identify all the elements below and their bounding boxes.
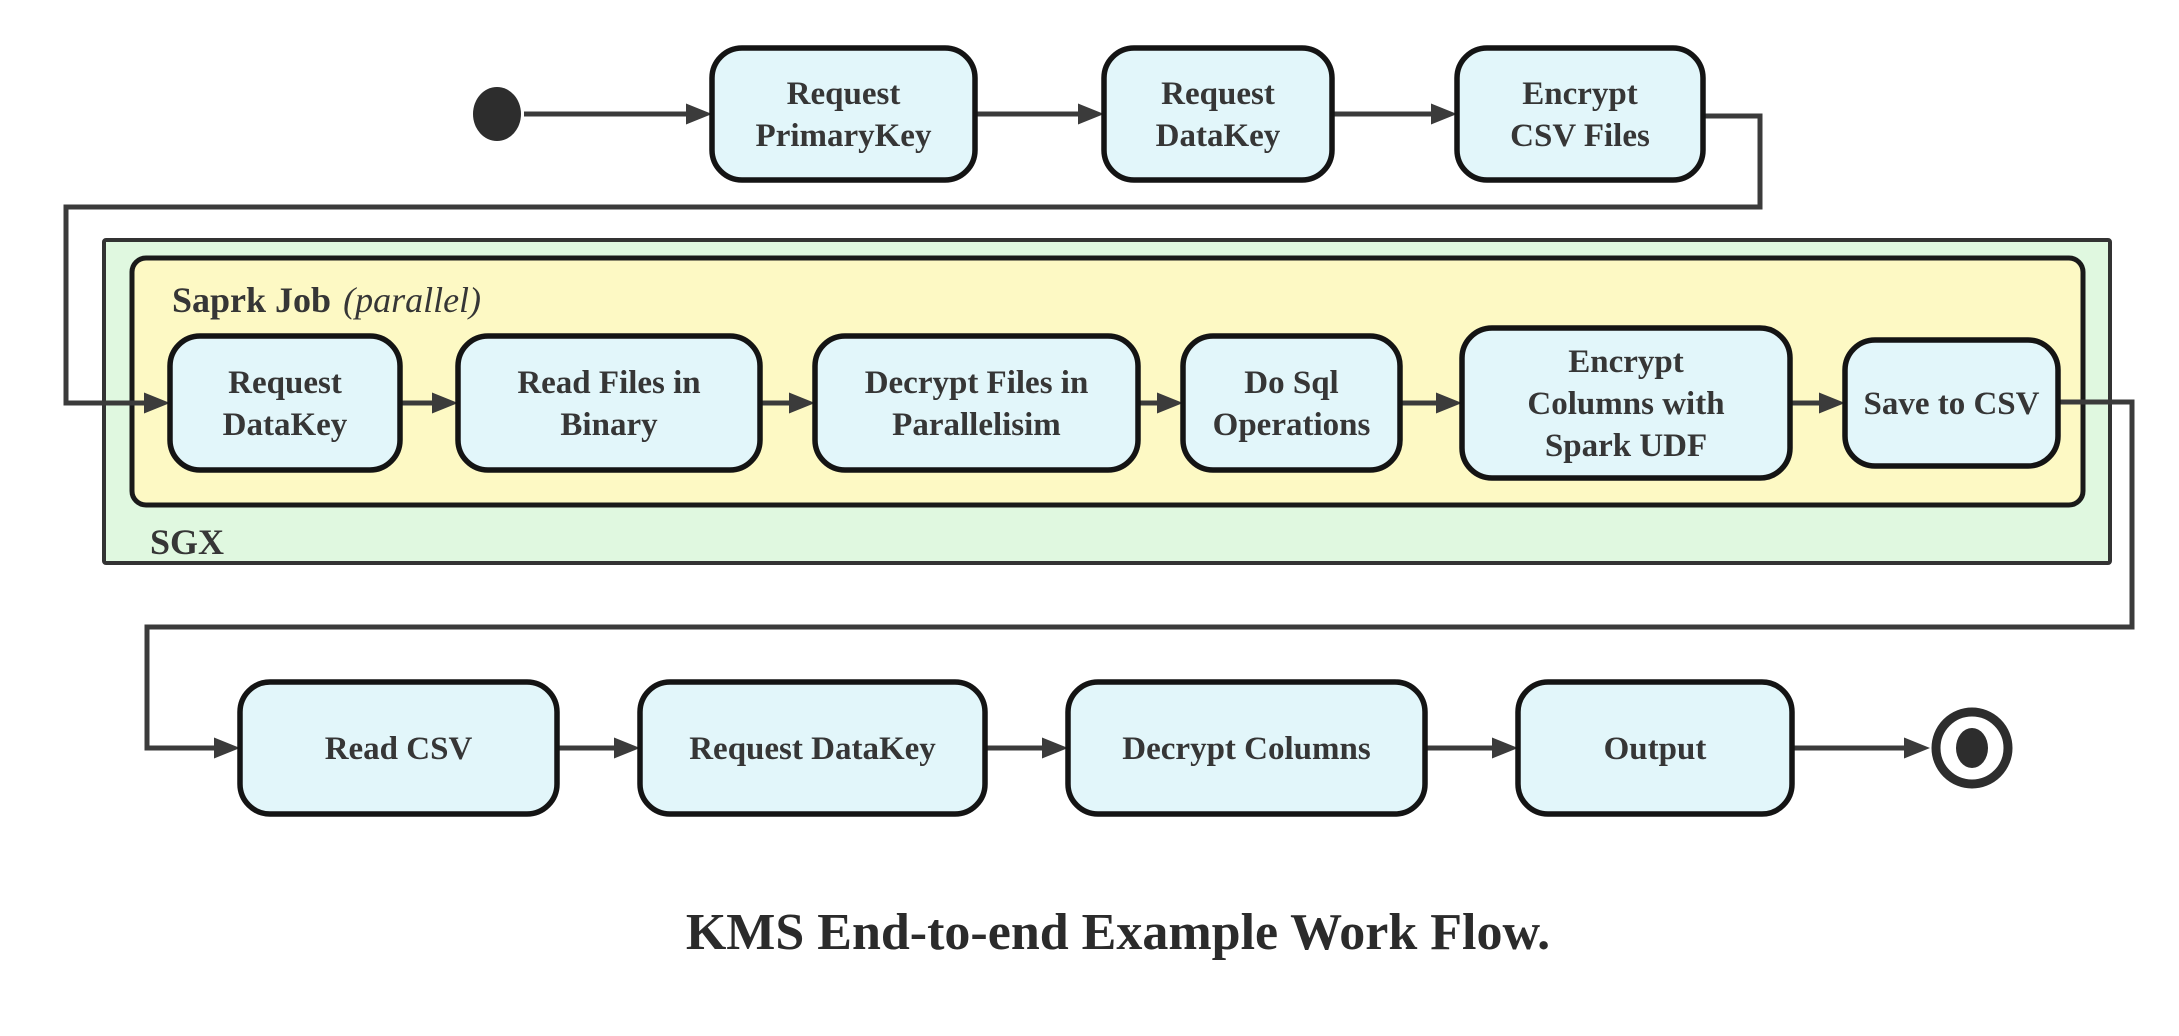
state-node-save-to-csv: Save to CSV: [1842, 337, 2061, 469]
state-node-box: [237, 679, 560, 817]
diagram-caption: KMS End-to-end Example Work Flow.: [685, 904, 1551, 961]
edge-arrowhead-icon: [614, 737, 640, 759]
end-state-dot: [1956, 728, 1988, 768]
state-node-box: [709, 45, 978, 183]
start-state-icon: [473, 87, 521, 141]
state-node-label: CSV Files: [1510, 118, 1650, 154]
edge-request-datakey-bottom-to-decrypt-columns: [985, 737, 1068, 759]
edge-arrowhead-icon: [1436, 392, 1462, 414]
state-node-box: [1842, 337, 2061, 469]
state-node-box: [167, 333, 403, 473]
edge-arrowhead-icon: [1157, 392, 1183, 414]
spark-job-label: Saprk Job(parallel): [172, 280, 481, 320]
state-node-label: Decrypt Columns: [1122, 731, 1371, 767]
state-node-label: Request: [1161, 76, 1275, 112]
state-node-read-csv: Read CSV: [237, 679, 560, 817]
edge-request-datakey-sgx-to-read-files-in-binary: [400, 392, 458, 414]
end-state-icon: [1931, 707, 2013, 789]
state-node-box: [812, 333, 1141, 473]
edge-arrowhead-icon: [1819, 392, 1845, 414]
state-node-label: PrimaryKey: [756, 118, 932, 154]
edge-arrowhead-icon: [214, 737, 240, 759]
edge-request-datakey-top-to-encrypt-csv-files: [1332, 103, 1457, 125]
state-node-label: Read Files in: [517, 365, 700, 401]
edge-save-to-csv-to-read-csv: [144, 399, 2135, 759]
state-node-label: Decrypt Files in: [865, 365, 1089, 401]
state-node-output: Output: [1515, 679, 1795, 817]
state-node-label: Binary: [560, 407, 658, 443]
state-node-read-files-in-binary: Read Files in Binary: [455, 333, 763, 473]
state-node-label: Encrypt: [1568, 344, 1684, 380]
state-node-box: [1454, 45, 1706, 183]
edge-request-primarykey-to-request-datakey-top: [975, 103, 1104, 125]
state-node-label: Save to CSV: [1863, 386, 2039, 422]
state-node-label: DataKey: [223, 407, 348, 443]
state-node-label: Read CSV: [325, 731, 473, 767]
state-node-request-datakey-bottom: Request DataKey: [637, 679, 988, 817]
state-node-label: Columns with: [1527, 386, 1724, 422]
edge-line: [63, 113, 1763, 406]
edge-read-files-in-binary-to-decrypt-files-in-parallelisim: [760, 392, 815, 414]
state-node-box: [637, 679, 988, 817]
edge-output-to-end: [1792, 737, 1930, 759]
edge-start-to-request-primarykey: [524, 103, 712, 125]
state-node-label: Encrypt: [1522, 76, 1638, 112]
state-node-box: [1459, 325, 1793, 481]
state-node-box: [1065, 679, 1428, 817]
state-node-label: Request: [228, 365, 342, 401]
edge-arrowhead-icon: [1904, 737, 1930, 759]
edge-decrypt-columns-to-output: [1425, 737, 1518, 759]
edge-arrowhead-icon: [789, 392, 815, 414]
state-node-label: Request DataKey: [689, 731, 936, 767]
edge-read-csv-to-request-datakey-bottom: [557, 737, 640, 759]
edge-arrowhead-icon: [432, 392, 458, 414]
edge-arrowhead-icon: [1042, 737, 1068, 759]
edge-decrypt-files-in-parallelisim-to-do-sql-operations: [1138, 392, 1183, 414]
state-node-label: DataKey: [1156, 118, 1281, 154]
edge-encrypt-csv-files-to-request-datakey-sgx: [63, 113, 1763, 414]
edge-arrowhead-icon: [686, 103, 712, 125]
state-node-label: Parallelisim: [892, 407, 1061, 443]
state-node-box: [1515, 679, 1795, 817]
state-node-label: Operations: [1213, 407, 1371, 443]
edge-arrowhead-icon: [1431, 103, 1457, 125]
edge-encrypt-columns-with-spark-udf-to-save-to-csv: [1790, 392, 1845, 414]
edge-arrowhead-icon: [1078, 103, 1104, 125]
state-node-box: [1180, 333, 1403, 473]
state-node-label: Request: [787, 76, 901, 112]
edge-arrowhead-icon: [144, 392, 170, 414]
state-node-box: [1101, 45, 1335, 183]
state-node-decrypt-columns: Decrypt Columns: [1065, 679, 1428, 817]
edge-line: [144, 399, 2135, 751]
state-node-label: Output: [1604, 731, 1707, 767]
state-node-decrypt-files-in-parallelisim: Decrypt Files in Parallelisim: [812, 333, 1141, 473]
sgx-label: SGX: [150, 522, 224, 562]
state-node-label: Do Sql: [1244, 365, 1338, 401]
edge-arrowhead-icon: [1492, 737, 1518, 759]
state-node-label: Spark UDF: [1545, 428, 1707, 464]
edge-do-sql-operations-to-encrypt-columns-with-spark-udf: [1400, 392, 1462, 414]
state-node-box: [455, 333, 763, 473]
